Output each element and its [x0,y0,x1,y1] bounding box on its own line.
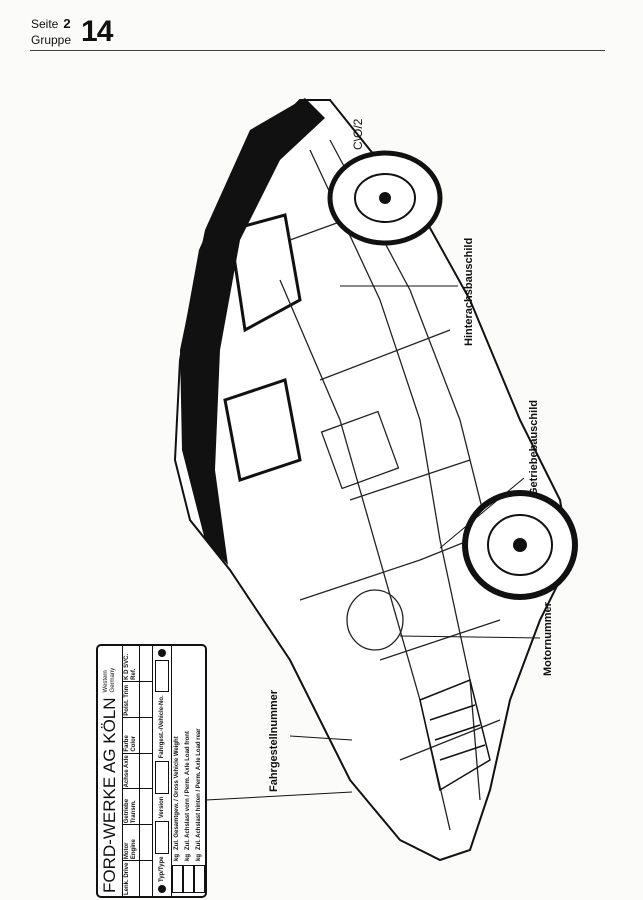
front-grille [419,678,491,792]
plate-col: K D SVC. Ref. [124,653,137,680]
plate-col: Lenk. Drive [123,860,139,896]
leader-lines [205,285,541,801]
plate-col: Motor Engine [123,824,139,861]
weight-row: kg Zul. Gesamtgew. / Gross Vehicle Weight [172,646,183,896]
weight-unit: kg [185,853,191,861]
rivet-hole [158,885,166,893]
car-body [173,99,572,862]
front-wheel [462,490,578,600]
plate-col: Polst. Trim [123,680,139,717]
seite-number: 2 [63,16,71,31]
callout-getriebebauschild: Getriebebauschild [528,400,540,496]
header-rule [30,50,605,51]
weight-label: Zul. Achslast hinten / Perm. Axle Load r… [196,728,202,850]
plate-title: FORD-WERKE AG KÖLN [100,697,119,893]
plate-type-row: Typ/Type Version Fahrgest.-/Vehicle-No. [153,646,172,896]
rear-wheel [327,150,443,246]
weight-unit: kg [196,853,202,861]
gruppe-label: Gruppe [31,33,72,47]
plate-origin: Western Germany [103,667,116,693]
plate-col: Achse Axle [123,752,139,789]
weight-row: kg Zul. Achslast hinten / Perm. Axle Load… [194,646,205,896]
weight-row: kg Zul. Achslast vorn / Perm. Axle Load f… [183,646,194,896]
header-labels: Seite 2 Gruppe [31,16,71,48]
rear-window [228,213,302,333]
drawing-mark: C\O/2 [351,118,365,150]
weight-unit: kg [174,853,180,861]
weight-label: Zul. Gesamtgew. / Gross Vehicle Weight [174,736,180,850]
version-label: Version [158,796,165,819]
gruppe-number: 14 [81,15,113,48]
car-roof [180,98,325,565]
rivet-hole [158,649,166,657]
type-label: Typ/Type [158,856,165,882]
vehicle-id-plate: FORD-WERKE AG KÖLN Western Germany Lenk.… [96,644,207,898]
plate-col: Farbe Color [123,716,139,753]
plate-col: Getriebe Transm. [123,788,139,825]
seite-label: Seite [31,17,59,31]
side-window [223,378,302,482]
callout-fahrgestellnummer: Fahrgestellnummer [268,689,280,792]
vehicle-no-label: Fahrgest.-/Vehicle-No. [158,695,165,759]
page-header: Seite 2 Gruppe 14 [31,15,113,48]
weight-label: Zul. Achslast vorn / Perm. Axle Load fro… [185,731,191,850]
plate-value-row [140,646,153,896]
plate-header-row: Lenk. Drive Motor Engine Getriebe Transm… [123,646,140,896]
callout-hinterachsbauschild: Hinterachsbauschild [463,237,475,346]
seite-line: Seite 2 [31,16,71,32]
callout-motornummer: Motornummer [542,602,554,676]
